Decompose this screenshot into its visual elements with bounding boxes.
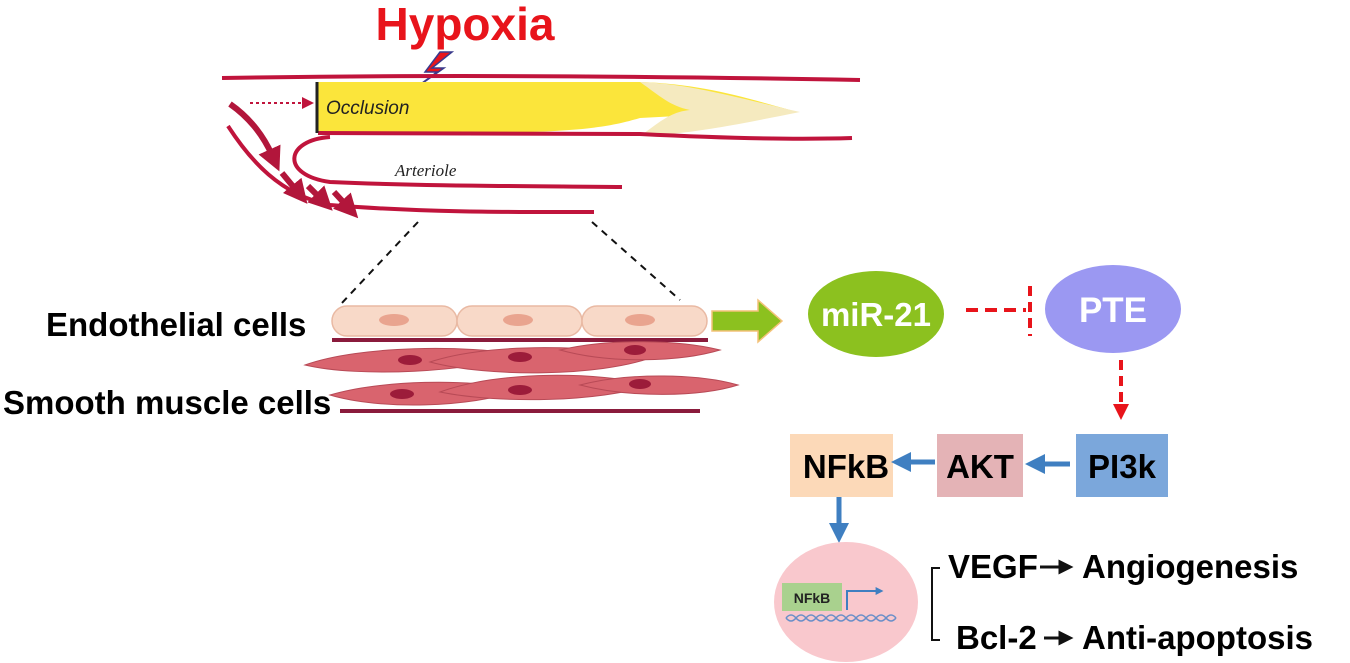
pi3k-node [1076, 434, 1168, 497]
smooth-muscle-cell [578, 375, 740, 395]
akt-label: AKT [946, 448, 1014, 485]
blood-vessel [221, 74, 861, 219]
pten-node [1045, 265, 1181, 353]
nfkb-promoter-box [782, 583, 842, 611]
vessel-lower-wall [317, 131, 853, 141]
anti-apoptosis-label: Anti-apoptosis [1082, 619, 1313, 656]
pi3k-label: PI3k [1088, 448, 1157, 485]
dna-helix-strand-b [785, 614, 897, 622]
outcome-bracket [931, 567, 940, 641]
zoom-line-right [591, 221, 681, 301]
vegf-label: VEGF [948, 548, 1038, 585]
dna-helix-strand-a [785, 614, 897, 622]
nfkb-label: NFkB [803, 448, 889, 485]
mir21-label: miR-21 [821, 296, 931, 333]
pten-label: PTE [1079, 291, 1147, 330]
flow-arrow-4 [331, 189, 359, 219]
vessel-top-wall [221, 74, 861, 82]
zoom-line-left [339, 221, 419, 306]
bcl2-label: Bcl-2 [956, 619, 1037, 656]
arteriole-label: Arteriole [394, 161, 457, 180]
hypoxia-title: Hypoxia [376, 0, 555, 50]
nfkb-node [790, 434, 893, 497]
arteriole-inner-wall [292, 135, 623, 189]
akt-node [937, 434, 1023, 497]
transcription-arrow [846, 587, 884, 610]
smooth-muscle-layer [303, 341, 740, 413]
lightning-bolt-icon [409, 51, 455, 93]
flow-arrow-2 [279, 171, 308, 204]
green-arrow [711, 298, 784, 344]
mir21-node [808, 271, 944, 357]
endothelial-cells-label: Endothelial cells [46, 306, 306, 343]
flow-arrow-3 [305, 183, 333, 211]
flow-arrow-1 [228, 101, 281, 172]
endothelial-cell-layer [331, 305, 708, 342]
nucleus-nfkb-label: NFkB [794, 590, 831, 606]
occlusion-label: Occlusion [326, 98, 409, 119]
angiogenesis-label: Angiogenesis [1082, 548, 1298, 585]
smooth-muscle-cells-label: Smooth muscle cells [3, 384, 331, 421]
